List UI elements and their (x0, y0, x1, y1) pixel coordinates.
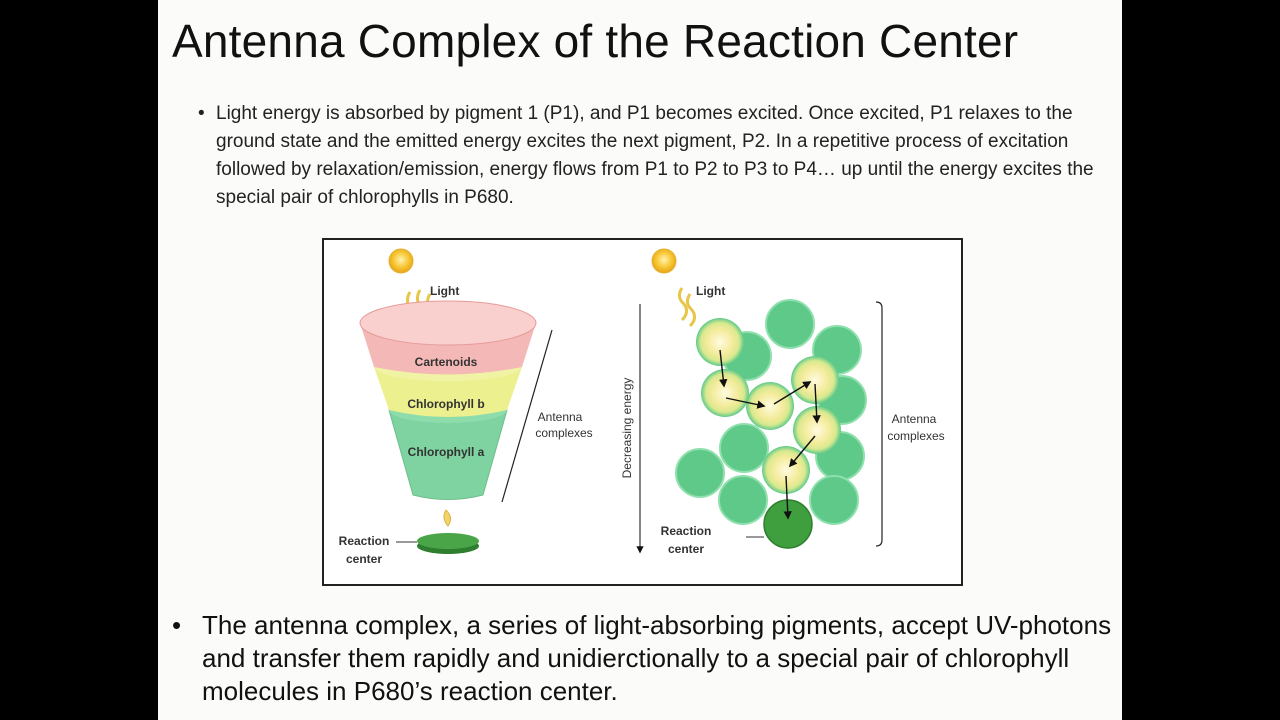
transfer-arrow (788, 435, 816, 468)
funnel-diagram: Light Cartenoids Chlorophyll b Chlorophy… (339, 248, 593, 566)
bullet-marker: • (172, 610, 182, 640)
light-ray-icon (677, 287, 689, 322)
slide-title: Antenna Complex of the Reaction Center (172, 15, 1019, 67)
bullet-1: • Light energy is absorbed by pigment 1 … (198, 100, 1098, 212)
funnel-layer-label-0: Cartenoids (415, 355, 478, 369)
transfer-arrow (783, 475, 792, 520)
bullet-2-text: The antenna complex, a series of light-a… (202, 610, 1112, 706)
transfer-arrow (812, 383, 821, 424)
excited-pigment (791, 356, 839, 404)
network-antenna-bracket (875, 301, 883, 547)
bullet-marker: • (198, 103, 205, 124)
reaction-center-pigment (763, 499, 813, 549)
sun-icon (388, 248, 414, 274)
antenna-complex-figure: Light Cartenoids Chlorophyll b Chlorophy… (322, 238, 963, 586)
funnel-layer-chlorophyll-b (374, 367, 522, 417)
bullet-1-text: Light energy is absorbed by pigment 1 (P… (216, 103, 1094, 208)
pigment-molecule (809, 475, 859, 525)
transfer-arrow (773, 381, 812, 405)
excited-pigment (696, 318, 744, 366)
network-light-label: Light (696, 284, 725, 298)
funnel-reaction-label-0: Reaction (339, 534, 390, 548)
excited-pigment (762, 446, 810, 494)
pigment-molecule (765, 299, 815, 349)
funnel-layer-label-1: Chlorophyll b (407, 397, 484, 411)
funnel-layer-label-2: Chlorophyll a (408, 445, 485, 459)
funnel-layer-chlorophyll-a (388, 409, 508, 500)
bullet-2: • The antenna complex, a series of light… (172, 609, 1112, 708)
energy-transfer-icon (443, 509, 452, 527)
slide: Antenna Complex of the Reaction Center •… (158, 0, 1122, 720)
funnel-reaction-label-1: center (346, 552, 382, 566)
funnel-antenna-label-0: Antenna (538, 410, 583, 424)
funnel-antenna-label-1: complexes (535, 426, 592, 440)
light-ray-icon (685, 293, 697, 328)
funnel-light-label: Light (430, 284, 459, 298)
pigment-molecules (675, 299, 867, 525)
pigment-network-diagram: Light Decreasing energy (620, 248, 945, 556)
excited-pigment (793, 406, 841, 454)
pigment-molecule (719, 423, 769, 473)
network-reaction-label-0: Reaction (661, 524, 712, 538)
excited-pigment (746, 382, 794, 430)
network-reaction-label-1: center (668, 542, 704, 556)
pigment-molecule (718, 475, 768, 525)
pigment-molecule (675, 448, 725, 498)
energy-transfer-arrows (719, 349, 821, 520)
decreasing-energy-label: Decreasing energy (620, 378, 634, 479)
sun-icon (651, 248, 677, 274)
transfer-arrow (719, 349, 728, 388)
excited-pigment (701, 369, 749, 417)
funnel-top-opening (359, 300, 537, 346)
reaction-center-disk (417, 533, 479, 549)
excited-pigments (696, 318, 841, 494)
network-antenna-label-1: complexes (887, 429, 944, 443)
transfer-arrow (725, 397, 766, 409)
network-antenna-label-0: Antenna (892, 412, 937, 426)
funnel-antenna-bracket (501, 329, 553, 503)
